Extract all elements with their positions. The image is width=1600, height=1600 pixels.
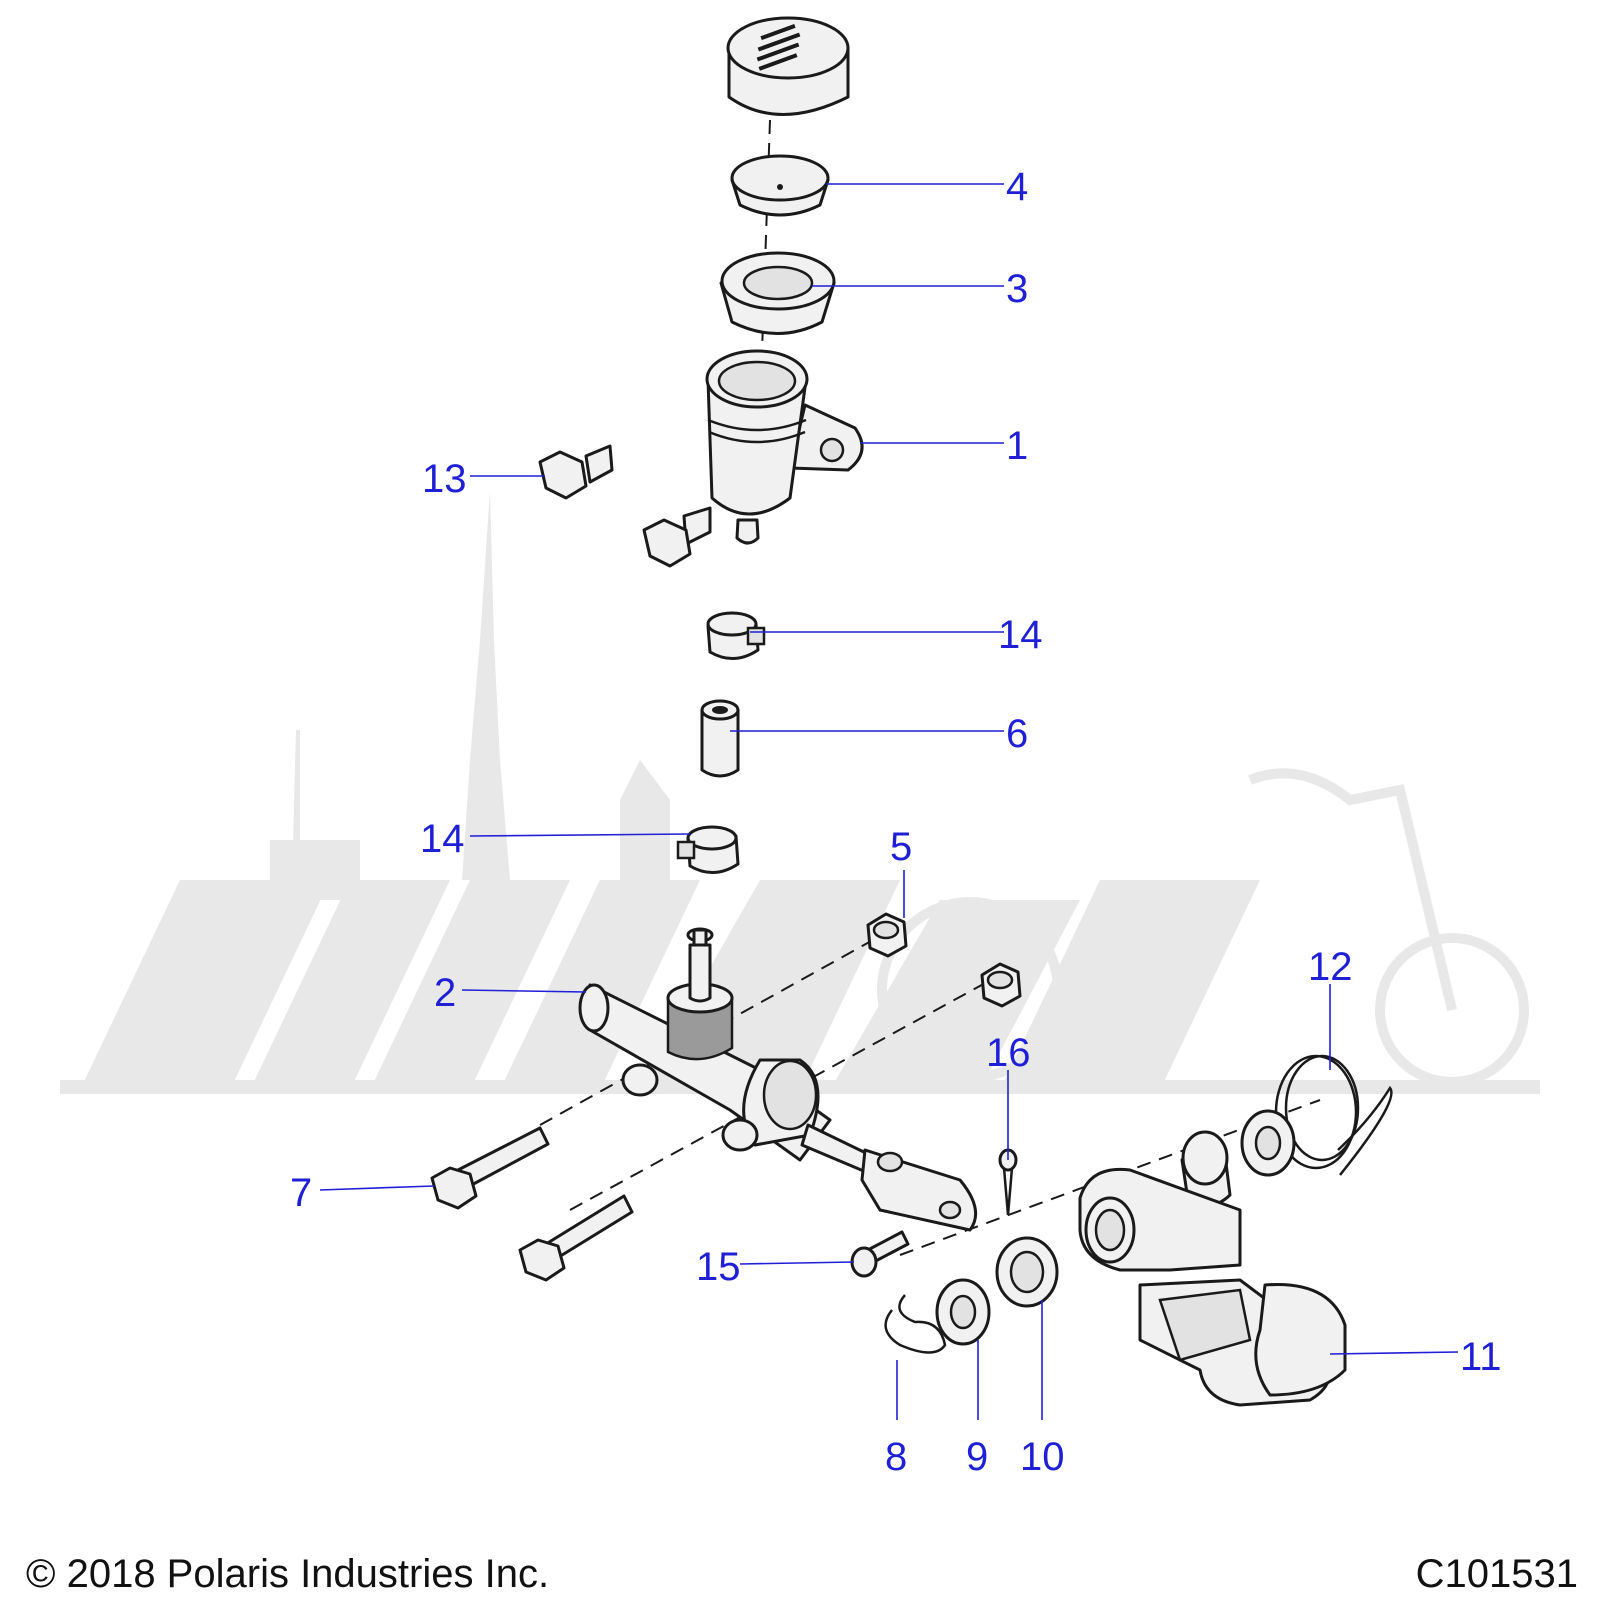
part-12-return-spring (1274, 1054, 1393, 1176)
part-5-nut-lower (980, 962, 1022, 1008)
callout-4: 4 (1006, 165, 1028, 209)
callout-5: 5 (890, 825, 912, 869)
part-8-hair-pin-clip (884, 1294, 947, 1354)
callout-11: 11 (1460, 1335, 1502, 1379)
callout-6: 6 (1006, 712, 1028, 756)
part-13-reservoir-screw (538, 444, 614, 500)
callout-2: 2 (434, 971, 456, 1015)
part-7-bolt-lower (518, 1194, 634, 1282)
callout-13: 13 (422, 457, 467, 501)
part-5-nut-upper (866, 912, 908, 958)
part-1-reservoir (705, 349, 864, 545)
copyright-notice: © 2018 Polaris Industries Inc. (26, 1552, 550, 1596)
part-4-diaphragm-plate (730, 154, 830, 217)
part-9-washer (935, 1278, 991, 1346)
callout-16: 16 (986, 1031, 1031, 1075)
callout-10: 10 (1020, 1435, 1065, 1479)
part-2-master-cylinder (578, 927, 978, 1232)
diagram-code: C101531 (1415, 1552, 1578, 1596)
callout-7: 7 (290, 1171, 312, 1215)
part-11-brake-pedal (1078, 1167, 1347, 1407)
part-3-diaphragm (719, 251, 836, 335)
part-15-clevis-pin (850, 1230, 910, 1278)
callout-9: 9 (966, 1435, 988, 1479)
part-13-reservoir-screw-lower (642, 506, 712, 568)
part-7-bolt-upper (430, 1126, 550, 1210)
callout-labels: 4 3 1 13 14 6 14 5 2 16 12 7 15 11 8 9 1… (290, 165, 1502, 1479)
part-9-washer-upper (1240, 1109, 1296, 1177)
reservoir-cap (726, 16, 850, 116)
callout-15: 15 (696, 1245, 741, 1289)
part-14-hose-clamp-upper (706, 611, 766, 660)
part-6-hose (700, 699, 740, 778)
callout-3: 3 (1006, 267, 1028, 311)
callout-12: 12 (1308, 945, 1353, 989)
watermark-logo (60, 490, 1540, 1094)
part-10-bushing (995, 1236, 1059, 1308)
callout-1: 1 (1006, 424, 1028, 468)
callout-8: 8 (885, 1435, 907, 1479)
leader-lines (319, 183, 1459, 1420)
callout-14-upper: 14 (998, 613, 1043, 657)
part-14-hose-clamp-lower (676, 825, 740, 874)
callout-14-lower: 14 (420, 817, 465, 861)
